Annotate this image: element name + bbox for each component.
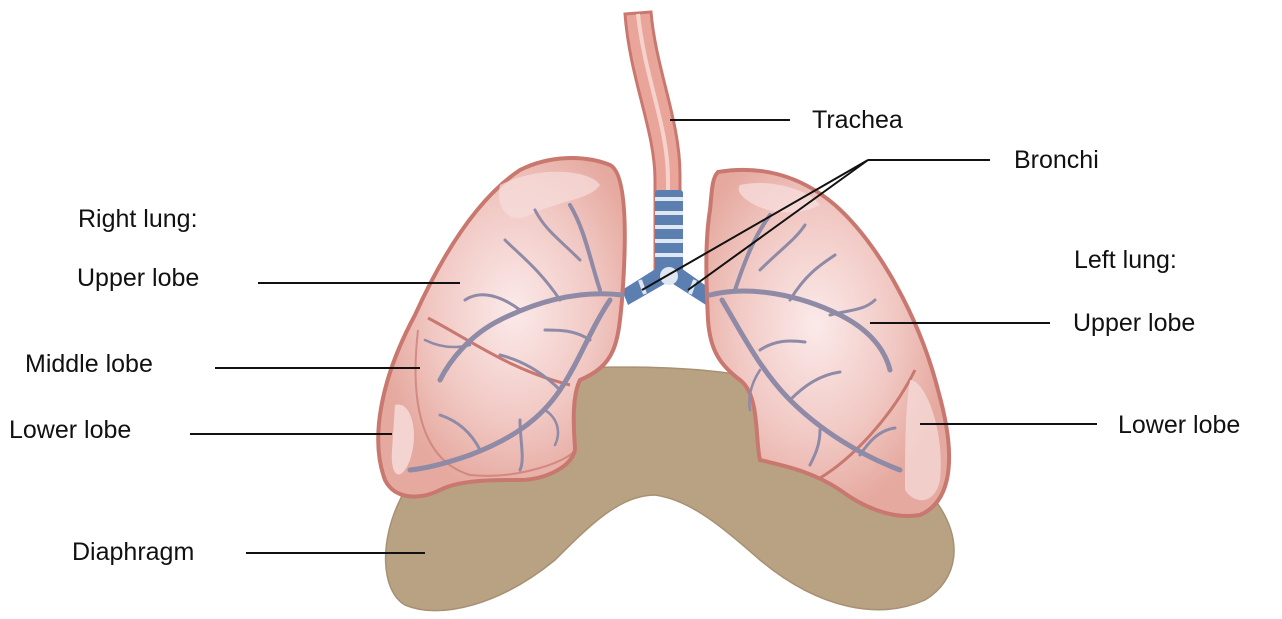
label-left-lower-lobe: Lower lobe xyxy=(1118,411,1240,439)
label-diaphragm: Diaphragm xyxy=(72,538,194,566)
bronchi-rings xyxy=(622,190,712,305)
label-trachea: Trachea xyxy=(812,106,903,134)
label-right-middle-lobe: Middle lobe xyxy=(25,350,153,378)
label-right-lower-lobe: Lower lobe xyxy=(9,416,131,444)
label-bronchi: Bronchi xyxy=(1014,146,1099,174)
label-left-upper-lobe: Upper lobe xyxy=(1073,309,1195,337)
label-right-upper-lobe: Upper lobe xyxy=(77,264,199,292)
label-right-lung-heading: Right lung: xyxy=(78,205,198,233)
label-left-lung-heading: Left lung: xyxy=(1074,246,1177,274)
